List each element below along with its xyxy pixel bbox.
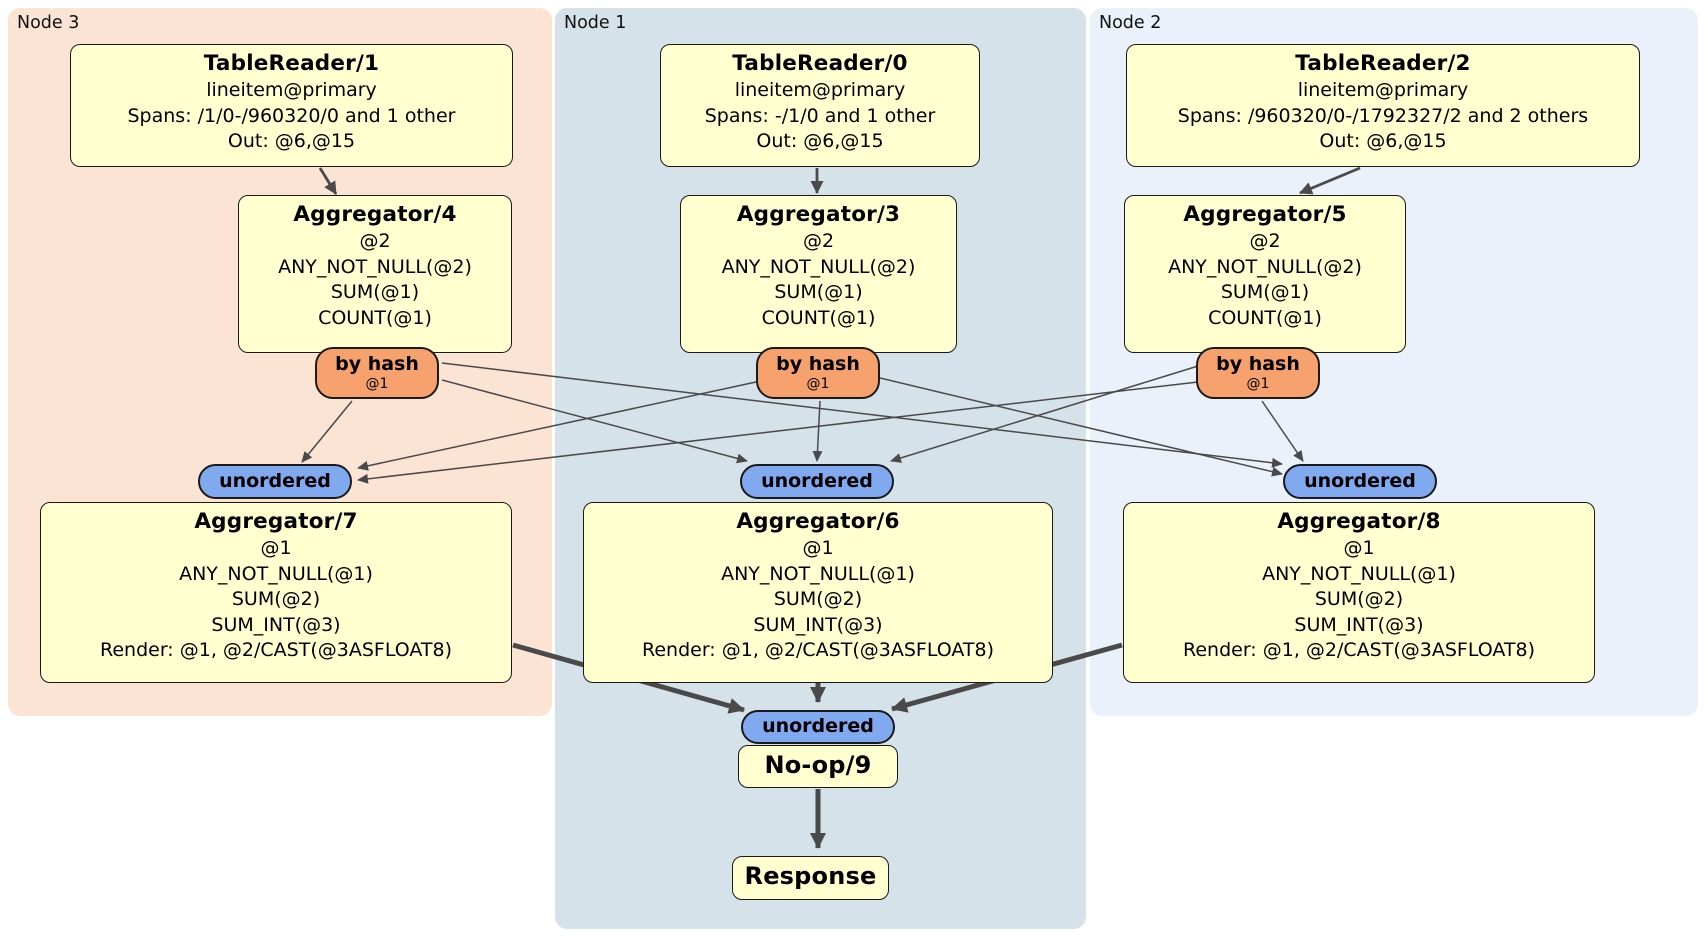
- aggregator-8-box: Aggregator/8 @1 ANY_NOT_NULL(@1) SUM(@2)…: [1123, 502, 1595, 683]
- aggregator-3-box: Aggregator/3 @2 ANY_NOT_NULL(@2) SUM(@1)…: [680, 195, 957, 353]
- processor-detail: lineitem@primary: [206, 79, 377, 101]
- processor-detail: Spans: -/1/0 and 1 other: [704, 104, 936, 127]
- processor-detail: Spans: /960320/0-/1792327/2 and 2 others: [1177, 104, 1589, 127]
- tablereader-2-box: TableReader/2 lineitem@primary Spans: /9…: [1126, 44, 1640, 167]
- unordered-sync-7: unordered: [198, 464, 352, 499]
- processor-detail: @1: [260, 537, 292, 559]
- processor-title: TableReader/1: [203, 51, 380, 76]
- processor-detail: Out: @6,@15: [227, 130, 356, 152]
- processor-detail: Render: @1, @2/CAST(@3ASFLOAT8): [642, 639, 994, 661]
- processor-title: Aggregator/4: [293, 202, 457, 227]
- processor-title: Aggregator/3: [736, 202, 901, 227]
- hash-router-detail: @1: [806, 376, 830, 392]
- node-1-label: Node 1: [564, 13, 627, 33]
- tablereader-1-box: TableReader/1 lineitem@primary Spans: /1…: [70, 44, 513, 167]
- processor-detail: ANY_NOT_NULL(@2): [721, 255, 916, 278]
- processor-detail: SUM(@2): [773, 588, 863, 610]
- processor-detail: ANY_NOT_NULL(@2): [278, 255, 472, 278]
- processor-detail: Out: @6,@15: [756, 130, 884, 152]
- hash-router-label: by hash: [335, 353, 419, 375]
- unordered-sync-6: unordered: [740, 464, 894, 499]
- processor-detail: SUM(@1): [330, 281, 420, 303]
- hash-router-5: by hash @1: [1196, 347, 1320, 399]
- processor-detail: lineitem@primary: [734, 79, 906, 101]
- processor-detail: ANY_NOT_NULL(@1): [1262, 562, 1456, 585]
- processor-title: Response: [744, 862, 877, 890]
- processor-detail: SUM_INT(@3): [1294, 613, 1424, 636]
- hash-router-label: by hash: [1216, 353, 1300, 375]
- processor-detail: @1: [1343, 537, 1375, 559]
- processor-detail: lineitem@primary: [1297, 79, 1469, 101]
- processor-detail: @2: [1249, 230, 1281, 252]
- processor-title: Aggregator/8: [1277, 509, 1441, 534]
- processor-detail: SUM(@2): [1314, 588, 1404, 610]
- processor-detail: SUM_INT(@3): [211, 613, 341, 636]
- processor-detail: ANY_NOT_NULL(@1): [179, 562, 373, 585]
- processor-detail: COUNT(@1): [761, 306, 876, 329]
- processor-title: Aggregator/7: [194, 509, 358, 534]
- processor-detail: SUM(@1): [1220, 281, 1310, 303]
- processor-detail: SUM_INT(@3): [753, 613, 883, 636]
- hash-router-3: by hash @1: [756, 347, 880, 399]
- processor-title: TableReader/0: [732, 51, 908, 76]
- noop-9-box: No-op/9: [738, 745, 898, 788]
- processor-detail: @2: [359, 230, 391, 252]
- hash-router-detail: @1: [1246, 376, 1270, 392]
- tablereader-0-box: TableReader/0 lineitem@primary Spans: -/…: [660, 44, 980, 167]
- processor-detail: SUM(@1): [774, 281, 863, 303]
- processor-detail: Render: @1, @2/CAST(@3ASFLOAT8): [100, 639, 452, 661]
- aggregator-4-box: Aggregator/4 @2 ANY_NOT_NULL(@2) SUM(@1)…: [238, 195, 512, 353]
- processor-detail: Render: @1, @2/CAST(@3ASFLOAT8): [1183, 639, 1535, 661]
- node-2-label: Node 2: [1099, 13, 1162, 33]
- aggregator-5-box: Aggregator/5 @2 ANY_NOT_NULL(@2) SUM(@1)…: [1124, 195, 1406, 353]
- processor-title: No-op/9: [764, 751, 872, 779]
- processor-detail: SUM(@2): [231, 588, 321, 610]
- unordered-sync-8: unordered: [1283, 464, 1437, 499]
- processor-detail: Out: @6,@15: [1319, 130, 1447, 152]
- aggregator-7-box: Aggregator/7 @1 ANY_NOT_NULL(@1) SUM(@2)…: [40, 502, 512, 683]
- node-3-label: Node 3: [17, 13, 80, 33]
- processor-detail: Spans: /1/0-/960320/0 and 1 other: [127, 104, 456, 127]
- processor-title: Aggregator/6: [736, 509, 900, 534]
- processor-detail: @1: [802, 537, 834, 559]
- aggregator-6-box: Aggregator/6 @1 ANY_NOT_NULL(@1) SUM(@2)…: [583, 502, 1053, 683]
- processor-detail: COUNT(@1): [318, 306, 432, 329]
- hash-router-detail: @1: [365, 376, 389, 392]
- hash-router-4: by hash @1: [315, 347, 439, 399]
- processor-title: TableReader/2: [1295, 51, 1471, 76]
- hash-router-label: by hash: [776, 353, 860, 375]
- processor-detail: ANY_NOT_NULL(@2): [1168, 255, 1362, 278]
- unordered-sync-final: unordered: [741, 710, 895, 744]
- processor-detail: @2: [802, 230, 835, 252]
- processor-detail: ANY_NOT_NULL(@1): [721, 562, 915, 585]
- processor-detail: COUNT(@1): [1208, 306, 1322, 329]
- processor-title: Aggregator/5: [1183, 202, 1347, 227]
- response-box: Response: [732, 856, 889, 900]
